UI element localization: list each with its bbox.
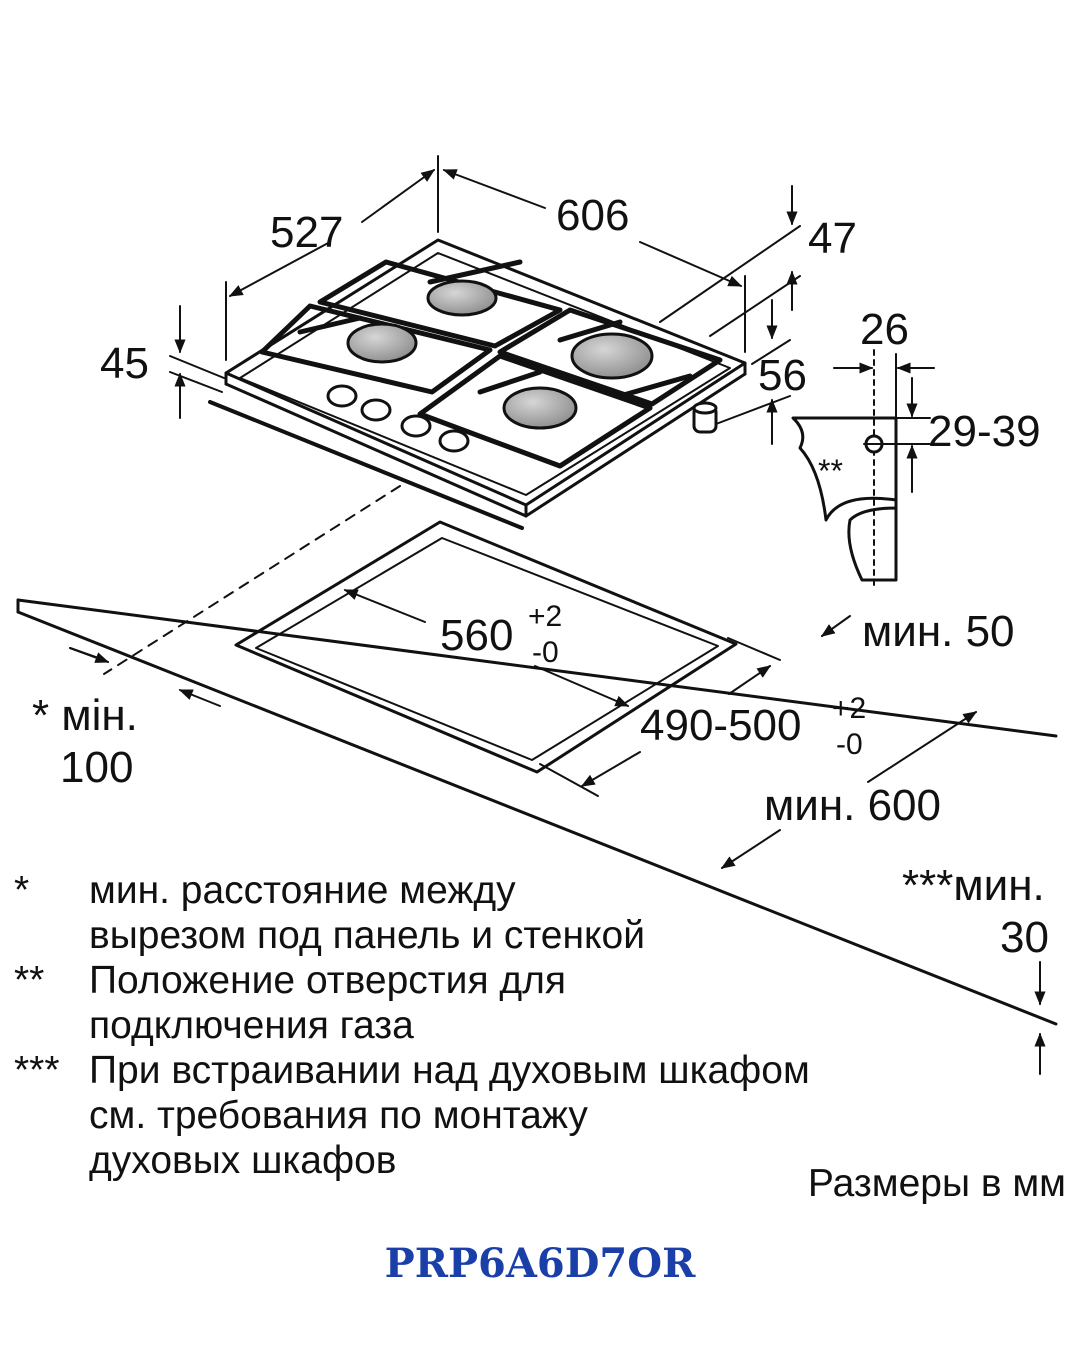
dim-height-45: 45 (100, 339, 149, 388)
dim-gas-26: 26 (860, 305, 909, 354)
cutout-dimension-lines (69, 589, 1046, 1075)
dim-min-100-value: 100 (60, 743, 133, 792)
dim-gap-56: 56 (758, 351, 807, 400)
footnotes: * мин. расстояние между вырезом под пане… (14, 868, 1074, 1183)
dim-cutout-depth: 490-500 (640, 701, 801, 750)
footnote-text: При встраивании над духовым шкафом см. т… (89, 1049, 810, 1182)
hob-dimension-lines (103, 155, 801, 675)
footnote-text: Положение отверстия для подключения газа (89, 959, 567, 1047)
dim-depth-527: 527 (270, 208, 343, 257)
dim-min-100-label: * мін. (32, 691, 138, 740)
dim-gap-47: 47 (808, 214, 857, 263)
hob-illustration (208, 238, 747, 530)
footnote-2: ** Положение отверстия для подключения г… (14, 958, 1074, 1048)
model-number: PRP6A6D7OR (384, 1240, 696, 1287)
dim-cutout-depth-tol-plus: +2 (832, 692, 866, 725)
dim-width-606: 606 (556, 191, 629, 240)
pan-support-grates (259, 259, 723, 469)
units-caption: Размеры в мм (807, 1162, 1066, 1205)
control-knobs (326, 384, 470, 453)
dim-cutout-width-tol-minus: -0 (532, 636, 559, 669)
gas-outlet-marker: ** (818, 453, 843, 489)
countertop-cutout (16, 520, 1058, 1026)
footnote-marker: ** (14, 959, 45, 1002)
footnote-3: *** При встраивании над духовым шкафом с… (14, 1048, 1074, 1183)
dim-cutout-width-tol-plus: +2 (528, 600, 562, 633)
dim-gas-29-39: 29-39 (928, 407, 1041, 456)
dim-min-50: мин. 50 (862, 607, 1015, 656)
burner-caps (346, 279, 654, 430)
gas-connector (692, 401, 718, 434)
dim-min-600: мин. 600 (764, 781, 941, 830)
dim-cutout-width: 560 (440, 611, 513, 660)
footnote-text: мин. расстояние между вырезом под панель… (89, 869, 645, 957)
footnote-marker: * (14, 869, 30, 912)
dim-min-30-label: ***мин. (902, 861, 1045, 910)
gas-outlet-detail (791, 349, 935, 591)
footnote-1: * мин. расстояние между вырезом под пане… (14, 868, 1074, 958)
dim-min-30-value: 30 (1000, 913, 1049, 962)
dim-cutout-depth-tol-minus: -0 (836, 728, 863, 761)
footnote-marker: *** (14, 1049, 60, 1092)
